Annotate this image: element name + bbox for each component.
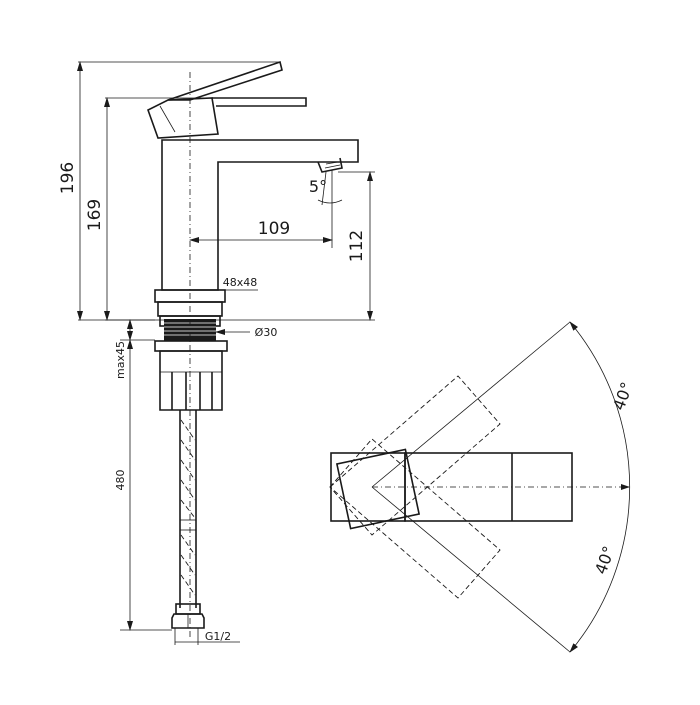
thread	[164, 319, 216, 341]
washer	[154, 340, 228, 352]
lever-handle	[147, 97, 219, 139]
label-109: 109	[258, 219, 290, 239]
faucet-body	[161, 139, 359, 291]
label-480: 480	[114, 470, 127, 491]
angle-arc-5	[317, 199, 343, 204]
label-5deg: 5°	[309, 177, 327, 196]
mounting-nut	[159, 350, 223, 411]
label-g12: G1/2	[205, 630, 231, 643]
spout-swing-upper	[329, 375, 501, 536]
top-spout	[404, 452, 573, 522]
faucet-top-view: 40° 40°	[329, 321, 637, 653]
hose-nut	[171, 613, 205, 629]
spout-swing-lower	[329, 438, 501, 599]
label-max45: max45	[114, 341, 127, 379]
top-base-inner	[335, 448, 421, 530]
label-48x48: 48x48	[223, 276, 258, 289]
flexible-hose	[179, 410, 197, 608]
label-112: 112	[347, 230, 367, 262]
label-d30: Ø30	[255, 326, 278, 339]
label-196: 196	[58, 162, 78, 194]
label-angle-upper: 40°	[609, 380, 637, 413]
lever-arm	[167, 60, 283, 101]
lever-top-plate	[212, 97, 307, 107]
label-169: 169	[85, 199, 105, 231]
label-angle-lower: 40°	[591, 544, 619, 577]
faucet-side-view: 196 169 109 112 48x48 Ø30 max45 480 G1/2…	[58, 60, 375, 645]
